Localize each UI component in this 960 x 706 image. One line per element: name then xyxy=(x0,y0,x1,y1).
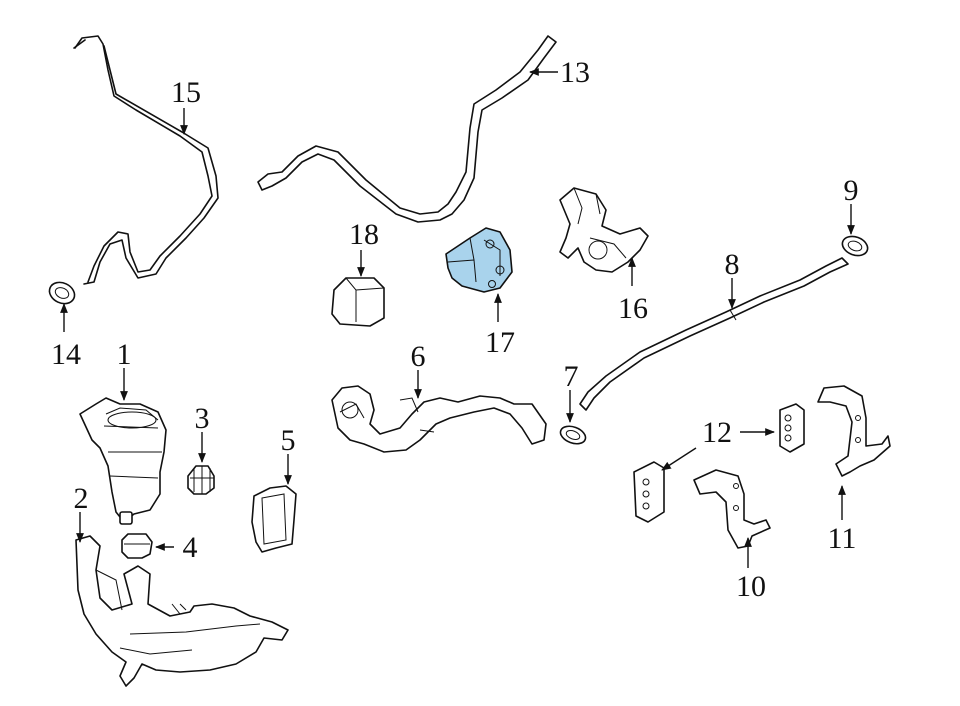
part-1-vacuum-pump[interactable] xyxy=(79,397,167,525)
part-15-vacuum-hose[interactable] xyxy=(73,35,219,285)
callout-6: 6 xyxy=(411,340,426,373)
callout-10: 10 xyxy=(736,570,766,603)
callout-9: 9 xyxy=(844,174,859,207)
callout-2: 2 xyxy=(74,482,89,515)
part-2-bracket[interactable] xyxy=(75,535,289,687)
part-9-clamp[interactable] xyxy=(840,233,871,259)
callout-15: 15 xyxy=(171,76,201,109)
part-13-vacuum-tube[interactable] xyxy=(257,35,557,223)
callout-7: 7 xyxy=(564,360,579,393)
leader-lines xyxy=(60,68,855,568)
callout-labels: 1 2 3 4 5 6 7 8 9 10 11 12 13 14 15 16 1… xyxy=(51,56,859,603)
part-17-sensor-highlighted[interactable] xyxy=(445,227,513,293)
part-4-grommet[interactable] xyxy=(121,533,153,559)
callout-4: 4 xyxy=(183,531,198,564)
callout-8: 8 xyxy=(725,248,740,281)
callout-18: 18 xyxy=(349,218,379,251)
part-18-module[interactable] xyxy=(331,277,385,327)
callout-17: 17 xyxy=(485,326,515,359)
part-7-clamp[interactable] xyxy=(558,423,588,447)
callout-1: 1 xyxy=(117,338,132,371)
callout-12: 12 xyxy=(702,416,732,449)
callout-14: 14 xyxy=(51,338,81,371)
callout-3: 3 xyxy=(195,402,210,435)
part-5-cover[interactable] xyxy=(251,485,297,553)
callout-5: 5 xyxy=(281,424,296,457)
callout-11: 11 xyxy=(828,522,857,555)
part-12-connector-left[interactable] xyxy=(633,461,665,523)
part-3-grommet[interactable] xyxy=(187,465,215,495)
part-10-bracket[interactable] xyxy=(693,469,771,549)
part-6-hose-assembly[interactable] xyxy=(331,385,547,453)
callout-13: 13 xyxy=(560,56,590,89)
part-16-solenoid-valve[interactable] xyxy=(559,187,649,273)
part-14-clamp[interactable] xyxy=(46,278,78,307)
part-12-connector-right[interactable] xyxy=(779,403,805,453)
part-11-bracket[interactable] xyxy=(817,385,891,477)
part-8-vacuum-tube[interactable] xyxy=(579,257,849,411)
callout-16: 16 xyxy=(618,292,648,325)
part-17-body xyxy=(445,227,513,293)
